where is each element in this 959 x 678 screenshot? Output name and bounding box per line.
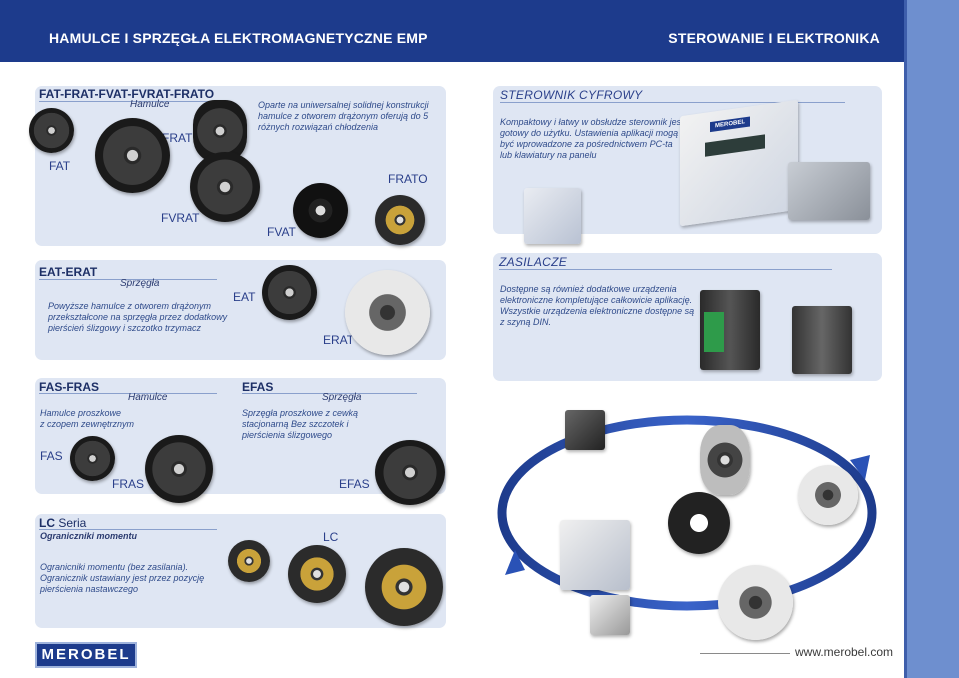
controller-brand-badge: MEROBEL [710,116,750,133]
product-erat-image [345,270,430,355]
zasilacze-title: ZASILACZE [499,255,568,269]
fas-title: FAS-FRAS [39,380,99,394]
fas-subtitle: Hamulce [128,392,168,403]
product-fat-image [29,108,74,153]
fas-title-rule [39,393,217,394]
product-frat-fan-image [193,100,247,162]
product-fras-image [145,435,213,503]
fat-title-rule [39,101,214,102]
sidebar-decoration [904,0,959,678]
label-fas: FAS [40,449,63,463]
sterownik-title-rule [500,102,845,103]
power-supply-unit-1-image [700,290,760,370]
label-efas: EFAS [339,477,370,491]
fat-description: Oparte na uniwersalnej solidnej konstruk… [258,100,429,132]
orbit-arrow-left [505,550,525,575]
product-lc-small-image [228,540,270,582]
zasilacze-description: Dostępne są również dodatkowe urządzenia… [500,284,695,327]
lc-title-bold: LC [39,516,55,530]
sterownik-title: STEROWNIK CYFROWY [500,88,643,102]
controller-back-image [788,162,870,220]
efas-title: EFAS [242,380,274,394]
product-fvrat-image [190,152,260,222]
application-disc-image [718,565,793,640]
lc-title: LC Seria [39,516,86,530]
eat-description: Powyższe hamulce z otworem drążonym prze… [48,301,228,333]
power-supply-unit-2-image [792,306,852,374]
eat-subtitle: Sprzęgła [120,278,160,289]
label-fras: FRAS [112,477,145,491]
product-efas-image [375,440,445,505]
fas-description-line2: z czopem zewnętrznym [40,419,135,429]
label-fvat: FVAT [267,225,296,239]
lc-subtitle: Ograniczniki momentu [40,531,138,541]
label-lc: LC [323,530,339,544]
efas-title-rule [242,393,417,394]
product-lc-large-image [365,548,443,626]
applications-orbit-illustration [497,415,877,611]
lc-title-rest: Seria [55,516,87,530]
product-frat-image [95,118,170,193]
header-right-title: STEROWANIE I ELEKTRONIKA [668,30,880,46]
controller-device-image: MEROBEL [680,99,798,227]
lc-description: Ogranicniki momentu (bez zasilania). Ogr… [40,562,205,594]
application-controller-image [560,520,630,590]
eat-title-rule [39,279,217,280]
orbit-ring [497,415,877,611]
product-fvat-image [293,183,348,238]
application-encoder-image [668,492,730,554]
efas-description: Sprzęgła proszkowe z cewką stacjonarną B… [242,408,359,440]
header-bar: HAMULCE I SPRZĘGŁA ELEKTROMAGNETYCZNE EM… [0,0,904,62]
power-supply-green-label [704,312,724,352]
controller-keypad-image [524,188,581,244]
efas-subtitle: Sprzęgła [322,392,362,403]
product-eat-image [262,265,317,320]
header-left-title: HAMULCE I SPRZĘGŁA ELEKTROMAGNETYCZNE EM… [49,30,428,46]
label-frat: FRAT [162,131,193,145]
label-eat: EAT [233,290,256,304]
fat-subtitle: Hamulce [130,99,170,110]
website-link[interactable]: www.merobel.com [795,645,894,659]
eat-title: EAT-ERAT [39,265,98,279]
application-sensor-image [565,410,605,450]
zasilacze-title-rule [499,269,832,270]
application-roller-image [798,465,858,525]
label-erat: ERAT [323,333,355,347]
fat-title: FAT-FRAT-FVAT-FVRAT-FRATO [39,87,215,101]
url-rule [700,653,790,654]
controller-display [705,134,765,157]
product-fas-image [70,436,115,481]
merobel-logo: MEROBEL [35,642,137,668]
fas-description-line1: Hamulce proszkowe [40,408,122,418]
product-lc-medium-image [288,545,346,603]
orbit-arrow-right [850,455,870,480]
fas-description: Hamulce proszkowe z czopem zewnętrznym [40,408,190,430]
label-fvrat: FVRAT [161,211,200,225]
application-module-image [590,595,630,635]
lc-title-rule [39,529,217,530]
application-shaft-image [700,425,750,495]
label-fat: FAT [49,159,71,173]
product-frato-image [375,195,425,245]
label-frato: FRATO [388,172,428,186]
sterownik-description: Kompaktowy i łatwy w obsłudze sterownik … [500,117,684,160]
